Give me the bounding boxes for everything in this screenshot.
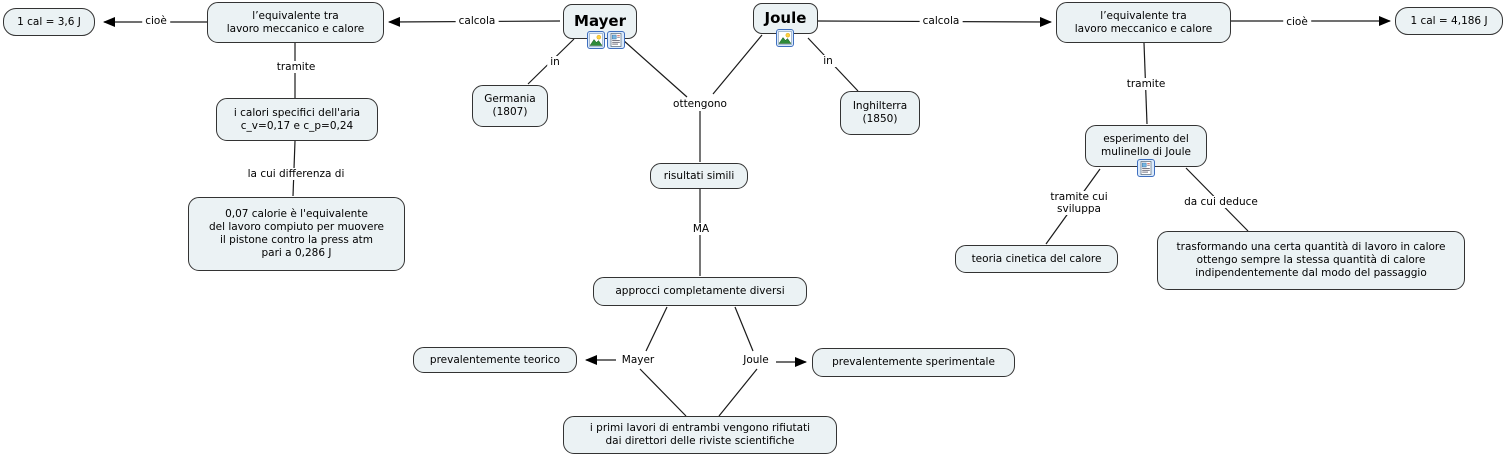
edge-mayerlabel-primilavori (639, 368, 687, 417)
concept-prevalentemente-sperimentale[interactable]: prevalentemente sperimentale (812, 348, 1015, 377)
concept-0-07-calorie[interactable]: 0,07 calorie è l'equivalente del lavoro … (188, 197, 405, 271)
concept-trasformando-lavoro[interactable]: trasformando una certa quantità di lavor… (1157, 231, 1465, 290)
concept-teoria-cinetica[interactable]: teoria cinetica del calore (955, 245, 1118, 273)
link-label-tramite-left[interactable]: tramite (273, 61, 319, 73)
concept-germania-1807[interactable]: Germania (1807) (472, 85, 548, 127)
edge-joulelabel-primilavori (718, 368, 758, 417)
edge-mayer-ottengono (622, 39, 688, 98)
link-label-ma[interactable]: MA (689, 223, 713, 235)
edge-approcci-mayerlabel (645, 306, 668, 352)
link-label-calcola-right[interactable]: calcola (919, 15, 963, 27)
joule-resource-icons (776, 29, 794, 47)
esperimento-resource-icons (1137, 159, 1155, 177)
link-label-la-cui-differenza[interactable]: la cui differenza di (244, 168, 348, 180)
link-label-tramite-cui-sviluppa[interactable]: tramite cui sviluppa (1047, 191, 1111, 215)
document-icon[interactable] (607, 31, 625, 49)
link-label-da-cui-deduce[interactable]: da cui deduce (1181, 196, 1261, 208)
link-label-mayer-confronto[interactable]: Mayer (618, 354, 658, 366)
concept-primi-lavori-rifiutati[interactable]: i primi lavori di entrambi vengono rifiu… (563, 416, 837, 454)
concept-equivalente-right[interactable]: l’equivalente tra lavoro meccanico e cal… (1056, 2, 1231, 43)
image-icon[interactable] (776, 29, 794, 47)
link-label-cioe-right[interactable]: cioè (1283, 16, 1311, 28)
mayer-resource-icons (587, 31, 625, 49)
link-label-joule-confronto[interactable]: Joule (740, 354, 772, 366)
concept-equivalente-left[interactable]: l’equivalente tra lavoro meccanico e cal… (207, 2, 384, 43)
link-label-calcola-left[interactable]: calcola (455, 15, 499, 27)
concept-joule[interactable]: Joule (753, 3, 818, 34)
link-label-in-joule[interactable]: in (820, 55, 836, 67)
concept-prevalentemente-teorico[interactable]: prevalentemente teorico (413, 347, 577, 373)
document-icon[interactable] (1137, 159, 1155, 177)
concept-1cal-4-186j[interactable]: 1 cal = 4,186 J (1395, 7, 1503, 35)
link-label-cioe-left[interactable]: cioè (142, 15, 170, 27)
link-label-in-mayer[interactable]: in (547, 56, 563, 68)
edge-approcci-joulelabel (734, 306, 754, 352)
edge-joule-ottengono (712, 34, 763, 95)
concept-1cal-3-6j[interactable]: 1 cal = 3,6 J (3, 8, 95, 36)
concept-approcci-diversi[interactable]: approcci completamente diversi (593, 277, 807, 306)
concept-calori-specifici[interactable]: i calori specifici dell'aria c_v=0,17 e … (216, 98, 378, 141)
image-icon[interactable] (587, 31, 605, 49)
concept-inghilterra-1850[interactable]: Inghilterra (1850) (840, 91, 920, 135)
link-label-ottengono[interactable]: ottengono (670, 98, 730, 110)
concept-risultati-simili[interactable]: risultati simili (650, 163, 748, 189)
link-label-tramite-right[interactable]: tramite (1123, 78, 1169, 90)
